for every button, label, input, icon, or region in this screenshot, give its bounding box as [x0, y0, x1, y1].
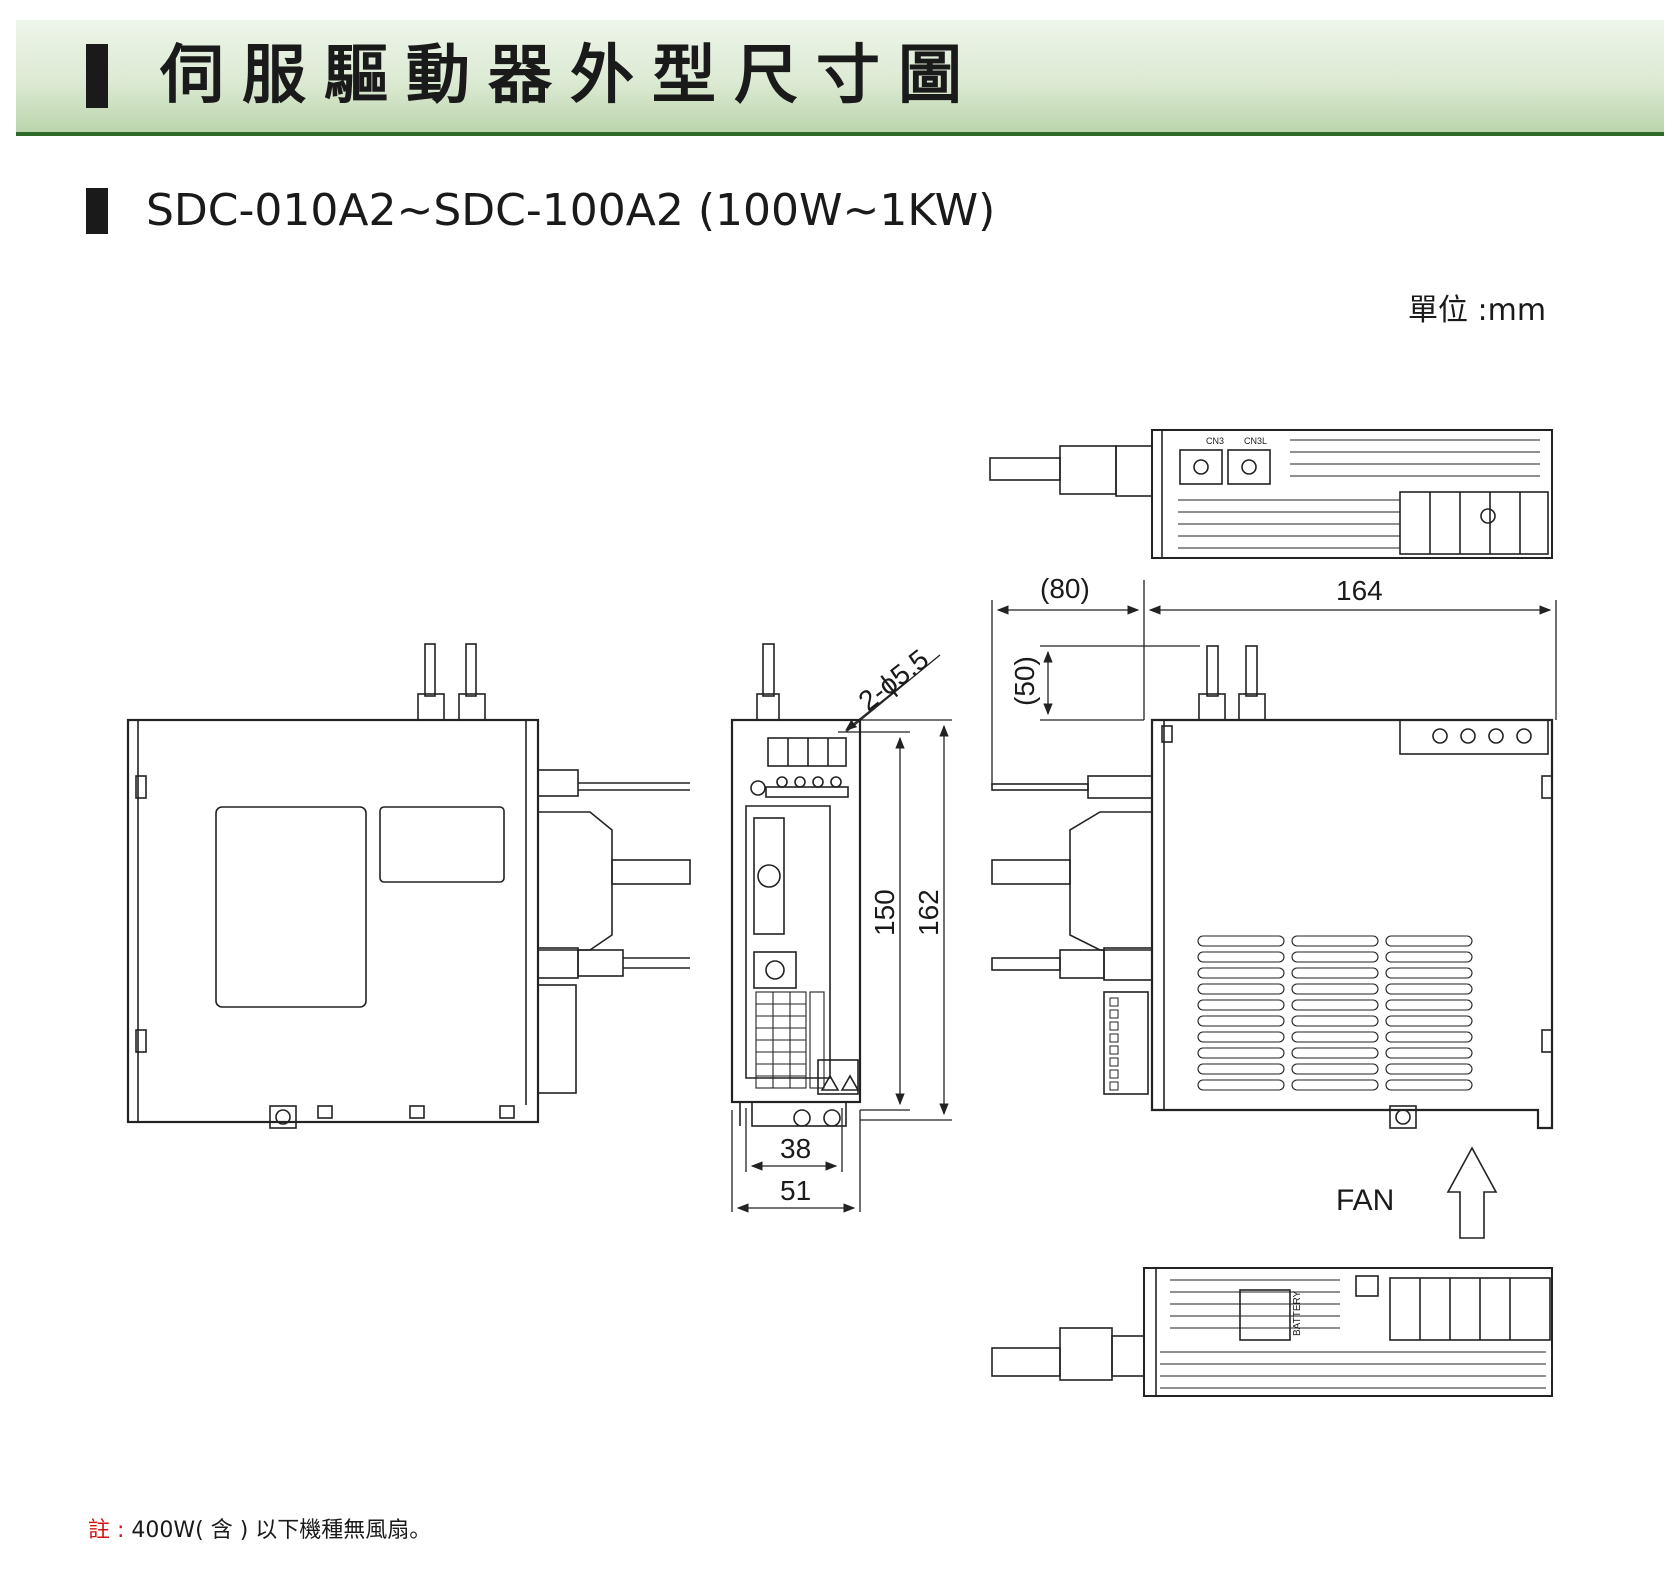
top-offset-label: (50) [1009, 656, 1040, 706]
hole-dimension-label: 2-ϕ5.5 [853, 643, 935, 716]
fan-label: FAN [1336, 1184, 1394, 1217]
fan-arrow-icon [1446, 1146, 1498, 1239]
top-view [989, 429, 1553, 559]
unit-label: 單位 :mm [1408, 293, 1547, 328]
footnote-text: 400W( 含 ) 以下機種無風扇。 [124, 1518, 432, 1543]
width-outer-label: 51 [780, 1175, 811, 1206]
width-inner-label: 38 [780, 1133, 811, 1164]
bottom-view [991, 1267, 1553, 1397]
footnote: 註 : 400W( 含 ) 以下機種無風扇。 [88, 1516, 431, 1546]
title-marker [86, 44, 108, 108]
model-heading: SDC-010A2~SDC-100A2 (100W~1KW) [146, 185, 996, 236]
left-side-view [126, 643, 691, 1129]
depth-body-label: 164 [1336, 575, 1383, 606]
right-side-view [991, 645, 1554, 1130]
depth-front-label: (80) [1040, 573, 1090, 604]
front-dimensions [731, 654, 952, 1213]
page-title: 伺服驅動器外型尺寸圖 [160, 39, 980, 113]
cn3-label: CN3 [1206, 436, 1224, 446]
front-view [730, 643, 862, 1127]
top-dimensions [991, 580, 1557, 786]
height-outer-label: 162 [913, 889, 944, 936]
cn3l-label: CN3L [1244, 436, 1267, 446]
title-bar [16, 20, 1664, 136]
battery-label: BATTERY [1292, 1290, 1303, 1336]
height-inner-label: 150 [869, 889, 900, 936]
footnote-label: 註 : [88, 1518, 125, 1543]
model-heading-marker [86, 188, 108, 234]
